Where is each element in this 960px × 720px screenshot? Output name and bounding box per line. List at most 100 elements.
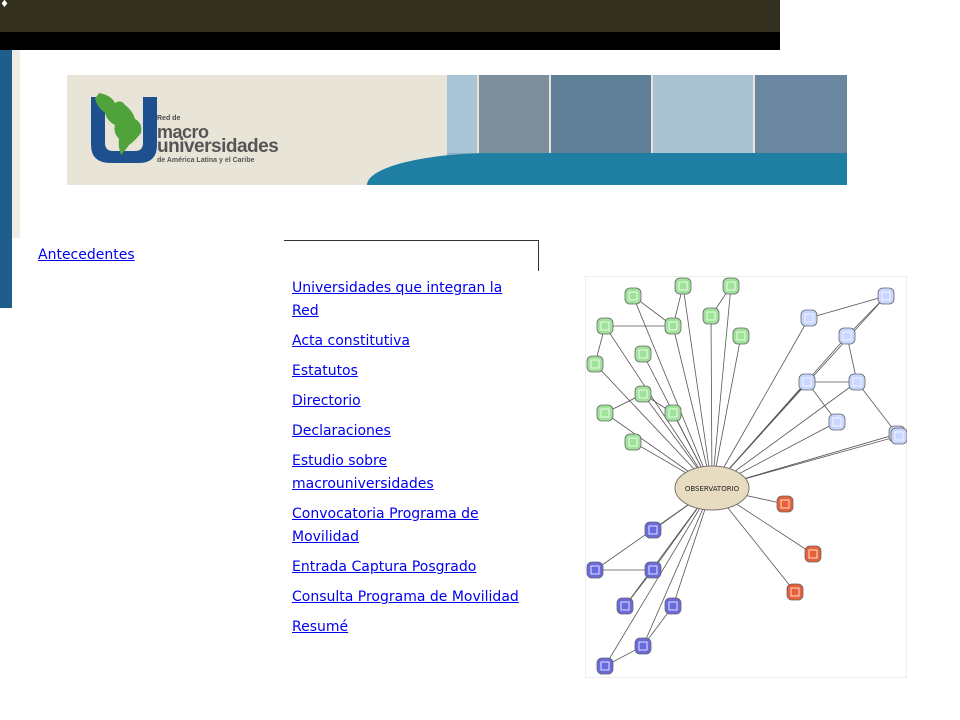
logo-text-subtitle: de América Latina y el Caribe [157,157,255,164]
diagram-node-glyph [620,601,630,611]
banner-band [367,153,847,185]
diagram-node-green [722,277,740,295]
diagram-node-green [624,433,642,451]
diagram-node-red [786,583,804,601]
diagram-node-glyph [802,377,812,387]
antecedentes-link[interactable]: Antecedentes [38,247,135,263]
menu-item: Estatutos [292,360,528,383]
header-banner: Red de macro universidades de América La… [67,75,847,185]
diagram-node-glyph [600,661,610,671]
diagram-node-glyph [590,359,600,369]
menu-link[interactable]: Declaraciones [292,423,391,439]
menu-link[interactable]: Directorio [292,393,361,409]
diagram-node-glyph [852,377,862,387]
diagram-node-glyph [668,321,678,331]
menu-item: Estudio sobre macrouniversidades [292,450,528,496]
menu-link[interactable]: Entrada Captura Posgrado [292,559,477,575]
menu-item: Declaraciones [292,420,528,443]
diagram-link [682,285,713,489]
diagram-link [632,295,713,489]
diagram-node-light-blue [838,327,856,345]
diagram-node-light-blue [828,413,846,431]
diagram-node-green [596,317,614,335]
menu-link[interactable]: Consulta Programa de Movilidad [292,589,519,605]
top-strip [0,32,780,50]
diagram-center-label: OBSERVATORIO [685,485,740,493]
diagram-node-light-blue [890,427,907,445]
diagram-node-glyph [804,313,814,323]
corner-diamond-icon: ♦ [0,0,9,10]
diagram-node-dark-blue [596,657,614,675]
menu-link[interactable]: Convocatoria Programa de Movilidad [292,506,479,545]
logo-text-macro: macro [157,122,209,142]
diagram-node-red [776,495,794,513]
left-frame [12,50,20,238]
menu-item: Directorio [292,390,528,413]
diagram-node-glyph [668,601,678,611]
diagram-node-glyph [590,565,600,575]
diagram-node-green [702,307,720,325]
diagram-node-glyph [648,525,658,535]
logo-text-universidades: universidades [157,136,279,157]
diagram-node-glyph [648,565,658,575]
diagram-node-green [634,345,652,363]
diagram-node-glyph [881,291,891,301]
diagram-node-glyph [808,549,818,559]
logo-map-icon [91,93,157,163]
menu-link[interactable]: Acta constitutiva [292,333,410,349]
diagram-node-green [634,385,652,403]
menu-item: Universidades que integran la Red [292,277,528,323]
left-accent-stripe [0,50,12,308]
diagram-node-light-blue [877,287,895,305]
diagram-node-glyph [842,331,852,341]
diagram-node-green [732,327,750,345]
diagram-link [711,335,742,489]
diagram-link [672,325,713,489]
diagram-node-glyph [706,311,716,321]
diagram-node-glyph [832,417,842,427]
diagram-link [710,315,713,489]
menu-item: Resumé [292,616,528,639]
diagram-node-green [596,404,614,422]
diagram-node-glyph [894,431,904,441]
diagram-node-dark-blue [586,561,604,579]
menu-item: Convocatoria Programa de Movilidad [292,503,528,549]
diagram-node-green [586,355,604,373]
diagram-node-green [674,277,692,295]
diagram-node-green [664,317,682,335]
menu-link[interactable]: Resumé [292,619,349,635]
diagram-node-glyph [668,408,678,418]
diagram-node-glyph [628,437,638,447]
diagram-node-dark-blue [644,521,662,539]
diagram-link [808,295,887,319]
menu-item: Acta constitutiva [292,330,528,353]
diagram-node-glyph [600,321,610,331]
network-diagram: OBSERVATORIO [585,276,907,678]
diagram-node-glyph [638,641,648,651]
diagram-node-light-blue [848,373,866,391]
diagram-center-node [674,465,750,511]
diagram-link [604,325,713,489]
diagram-link [856,381,898,435]
menu-header-box [284,240,539,271]
diagram-node-glyph [726,281,736,291]
logo-text-red-de: Red de [157,115,181,122]
menu-link[interactable]: Estatutos [292,363,358,379]
diagram-node-dark-blue [634,637,652,655]
diagram-node-red [804,545,822,563]
diagram-node-glyph [790,587,800,597]
diagram-node-green [664,404,682,422]
diagram-node-dark-blue [644,561,662,579]
diagram-node-light-blue [798,373,816,391]
diagram-node-light-blue [800,309,818,327]
diagram-node-glyph [780,499,790,509]
diagram-node-dark-blue [616,597,634,615]
diagram-node-glyph [600,408,610,418]
diagram-node-glyph [638,389,648,399]
diagram-node-glyph [736,331,746,341]
menu-link[interactable]: Estudio sobre macrouniversidades [292,453,434,492]
menu-link[interactable]: Universidades que integran la Red [292,280,503,319]
diagram-link [711,317,810,489]
diagram-node-glyph [638,349,648,359]
